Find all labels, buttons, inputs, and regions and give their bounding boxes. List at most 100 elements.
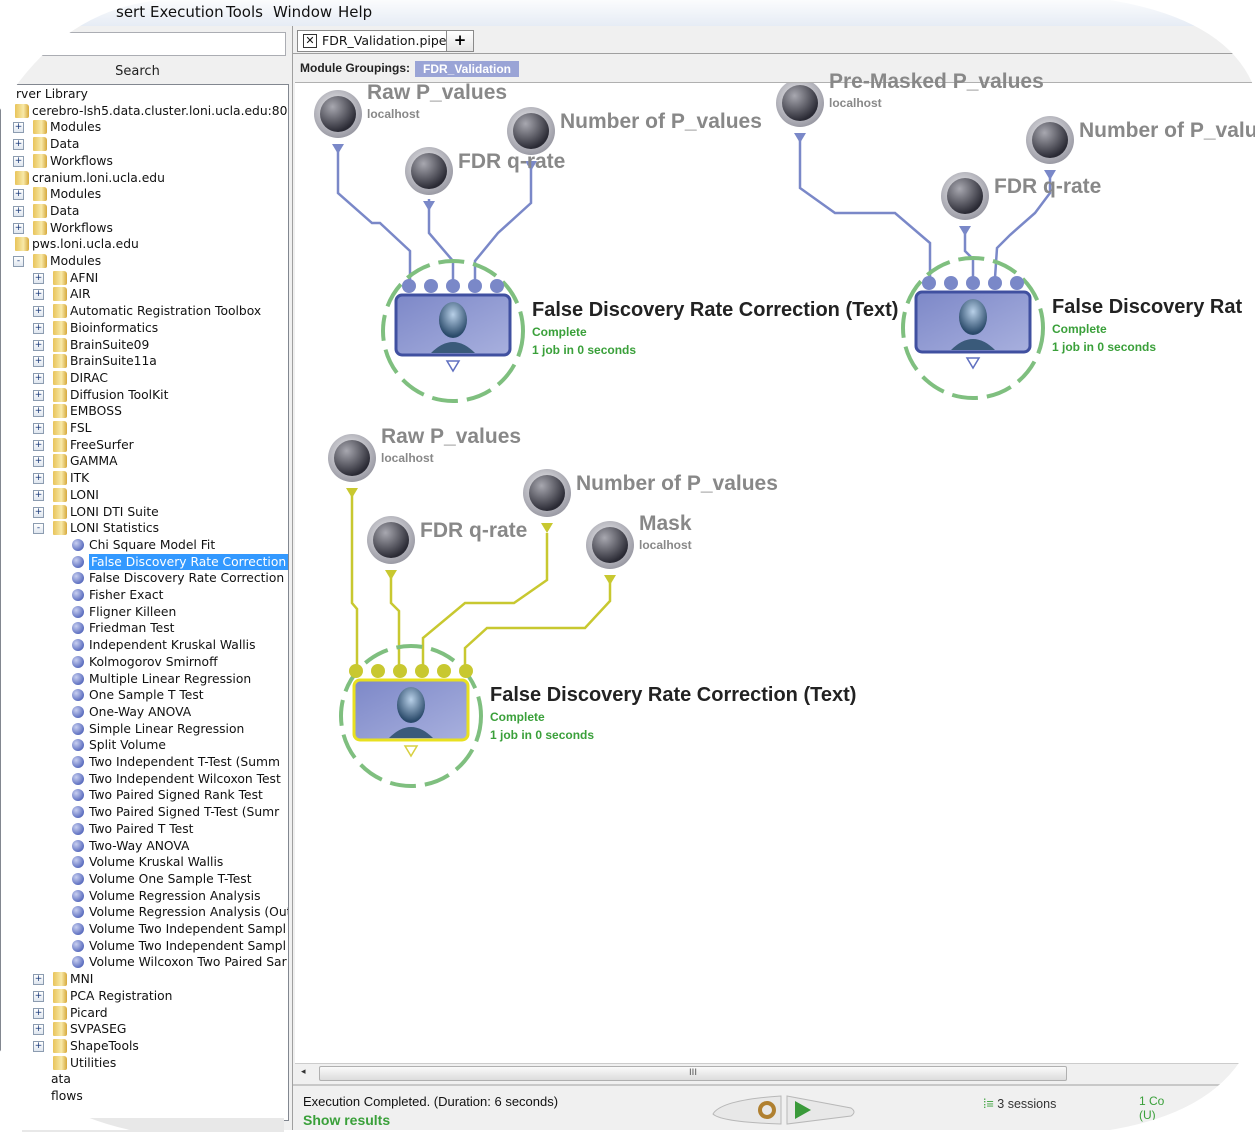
tree-folder-item[interactable]: +MNI [1, 971, 288, 987]
expand-icon[interactable]: + [33, 306, 44, 318]
tree-folder-item[interactable]: +Workflows [1, 153, 288, 169]
tree-folder-item[interactable]: +FreeSurfer [1, 437, 288, 453]
expand-icon[interactable]: + [13, 189, 24, 201]
canvas-hscrollbar[interactable]: ◂ III [295, 1063, 1255, 1082]
expand-icon[interactable]: + [33, 974, 44, 986]
expand-icon[interactable]: + [33, 1007, 44, 1019]
tree-module-item[interactable]: Volume Kruskal Wallis [1, 854, 288, 870]
input-port-icon[interactable] [966, 276, 980, 290]
menu-execution[interactable]: Execution [150, 3, 224, 21]
output-port-icon[interactable] [385, 570, 397, 580]
tree-folder-item[interactable]: +ITK [1, 470, 288, 486]
output-port-icon[interactable] [346, 488, 358, 498]
tree-module-item[interactable]: False Discovery Rate Correction [1, 552, 288, 571]
output-port-icon[interactable] [965, 357, 981, 370]
input-port-icon[interactable] [988, 276, 1002, 290]
tree-item[interactable]: cerebro-lsh5.data.cluster.loni.ucla.edu:… [1, 103, 288, 119]
tree-module-item[interactable]: Chi Square Model Fit [1, 537, 288, 553]
tree-folder-item[interactable]: +FSL [1, 420, 288, 436]
tree-item[interactable]: rver Library [1, 86, 288, 102]
tree-module-item[interactable]: Independent Kruskal Wallis [1, 637, 288, 653]
input-port-icon[interactable] [402, 279, 416, 293]
output-port-icon[interactable] [525, 161, 537, 171]
expand-icon[interactable]: + [33, 372, 44, 384]
expand-icon[interactable]: + [33, 322, 44, 334]
expand-icon[interactable]: + [13, 139, 24, 151]
tree-item[interactable]: cranium.loni.ucla.edu [1, 170, 288, 186]
tree-folder-item[interactable]: +AFNI [1, 270, 288, 286]
input-port-icon[interactable] [371, 664, 385, 678]
expand-icon[interactable]: + [33, 439, 44, 451]
run-button[interactable] [786, 1095, 855, 1125]
collapse-icon[interactable]: - [33, 523, 44, 535]
tree-module-item[interactable]: Volume Two Independent Sampl [1, 921, 288, 937]
input-port-icon[interactable] [446, 279, 460, 293]
tree-module-item[interactable]: Volume One Sample T-Test [1, 871, 288, 887]
tree-module-item[interactable]: Fisher Exact [1, 587, 288, 603]
input-port-icon[interactable] [468, 279, 482, 293]
input-port-icon[interactable] [349, 664, 363, 678]
tree-folder-item[interactable]: +GAMMA [1, 453, 288, 469]
tree-folder-item[interactable]: Utilities [1, 1055, 288, 1071]
tree-folder-item[interactable]: +Picard [1, 1005, 288, 1021]
module-grouping-chip[interactable]: FDR_Validation [415, 61, 520, 77]
tree-folder-item[interactable]: +BrainSuite09 [1, 337, 288, 353]
tree-folder-item[interactable]: +BrainSuite11a [1, 353, 288, 369]
tree-item[interactable]: ata [1, 1071, 288, 1087]
input-port-icon[interactable] [1010, 276, 1024, 290]
tree-module-item[interactable]: Two-Way ANOVA [1, 838, 288, 854]
tree-folder-item[interactable]: -Modules [1, 253, 288, 269]
menu-help[interactable]: Help [338, 3, 373, 21]
input-port-icon[interactable] [944, 276, 958, 290]
search-button[interactable]: Search [115, 64, 160, 79]
tree-folder-item[interactable]: +AIR [1, 286, 288, 302]
close-tab-icon[interactable]: ✕ [303, 34, 317, 48]
new-tab-button[interactable]: + [446, 30, 474, 52]
expand-icon[interactable]: + [33, 489, 44, 501]
input-port-icon[interactable] [459, 664, 473, 678]
tree-module-item[interactable]: Friedman Test [1, 620, 288, 636]
sessions-indicator[interactable]: ⁞≡ 3 sessions [983, 1097, 1056, 1111]
scroll-left-arrow-icon[interactable]: ◂ [301, 1067, 306, 1077]
input-port-icon[interactable] [415, 664, 429, 678]
tree-folder-item[interactable]: +Bioinformatics [1, 320, 288, 336]
output-port-icon[interactable] [1044, 170, 1056, 180]
menu-window[interactable]: Window [273, 3, 333, 21]
search-input[interactable] [20, 32, 286, 56]
scroll-thumb[interactable]: III [319, 1066, 1067, 1081]
input-port-icon[interactable] [490, 279, 504, 293]
tree-folder-item[interactable]: +Automatic Registration Toolbox [1, 303, 288, 319]
output-port-icon[interactable] [445, 360, 461, 373]
expand-icon[interactable]: + [13, 205, 24, 217]
tree-module-item[interactable]: False Discovery Rate Correction ( [1, 570, 288, 586]
expand-icon[interactable]: + [13, 155, 24, 167]
expand-icon[interactable]: + [33, 1040, 44, 1052]
tree-folder-item[interactable]: +Data [1, 203, 288, 219]
tree-folder-item[interactable]: -LONI Statistics [1, 520, 288, 536]
reset-button[interactable] [712, 1095, 782, 1125]
expand-icon[interactable]: + [33, 272, 44, 284]
tree-module-item[interactable]: Volume Regression Analysis [1, 888, 288, 904]
tree-module-item[interactable]: Multiple Linear Regression [1, 671, 288, 687]
expand-icon[interactable]: + [33, 506, 44, 518]
expand-icon[interactable]: + [33, 1024, 44, 1036]
tree-module-item[interactable]: Volume Two Independent Sampl [1, 938, 288, 954]
output-port-icon[interactable] [794, 133, 806, 143]
tree-module-item[interactable]: Two Independent Wilcoxon Test [1, 771, 288, 787]
show-results-link[interactable]: Show results [303, 1112, 391, 1128]
tree-module-item[interactable]: Two Independent T-Test (Summ [1, 754, 288, 770]
collapse-icon[interactable]: - [13, 256, 24, 267]
expand-icon[interactable]: + [33, 406, 44, 418]
expand-icon[interactable]: + [33, 456, 44, 468]
tree-folder-item[interactable]: +Modules [1, 186, 288, 202]
tree-module-item[interactable]: One Sample T Test [1, 687, 288, 703]
tab-fdr-validation[interactable]: ✕ FDR_Validation.pipe [297, 30, 452, 52]
expand-icon[interactable]: + [13, 222, 24, 234]
expand-icon[interactable]: + [33, 423, 44, 434]
output-port-icon[interactable] [403, 745, 419, 758]
tree-folder-item[interactable]: +DIRAC [1, 370, 288, 386]
tree-folder-item[interactable]: +Data [1, 136, 288, 152]
tree-folder-item[interactable]: +Workflows [1, 220, 288, 236]
tree-folder-item[interactable]: +SVPASEG [1, 1021, 288, 1037]
